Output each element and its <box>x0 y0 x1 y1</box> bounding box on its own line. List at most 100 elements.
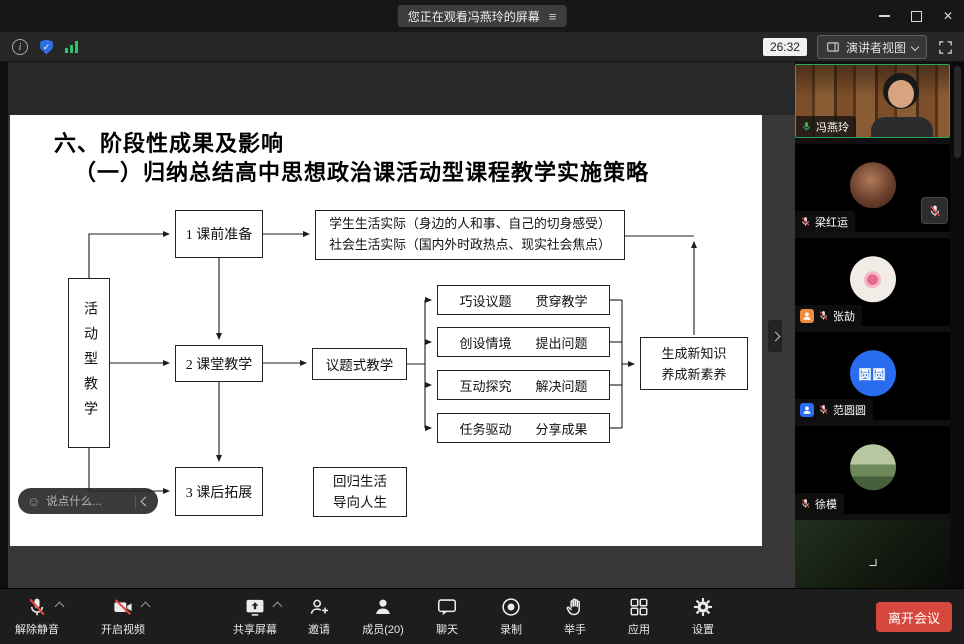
view-mode-button[interactable]: 演讲者视图 <box>816 35 927 59</box>
chat-bar-divider <box>135 494 136 508</box>
camera-off-icon <box>114 599 132 616</box>
participant-name: 徐模 <box>815 498 837 511</box>
slide-title-line1: 六、阶段性成果及影响 <box>54 131 285 156</box>
watching-banner-text: 您正在观看冯燕玲的屏幕 <box>407 9 540 24</box>
fullscreen-button[interactable] <box>937 39 954 56</box>
member-badge-icon <box>800 308 814 323</box>
scrollbar-thumb[interactable] <box>954 66 961 158</box>
participant-tile-2[interactable]: 梁红运 <box>795 144 950 232</box>
mic-muted-icon <box>801 499 810 508</box>
participant-name: 冯燕玲 <box>816 121 849 134</box>
flow-box-activity-teaching: 活动型教学 <box>68 278 110 448</box>
mic-muted-icon <box>819 405 828 414</box>
meeting-info-icon[interactable]: i <box>12 39 28 55</box>
members-button[interactable]: 成员(20) <box>360 596 406 637</box>
participant-name-badge: 张劼 <box>795 305 862 326</box>
result-line2: 养成新素养 <box>661 366 727 382</box>
flow-box-step1: 1 课前准备 <box>175 210 263 258</box>
view-mode-label: 演讲者视图 <box>845 40 906 55</box>
participant-tile-5[interactable]: 徐模 <box>795 426 950 514</box>
minimize-icon <box>878 15 890 17</box>
slide-title: 六、阶段性成果及影响 （一）归纳总结高中思想政治课活动型课程教学实施策略 <box>54 129 649 187</box>
shared-screen-letterbox <box>8 62 795 115</box>
life-reality-line1: 学生生活实际（身边的人和事、自己的切身感受） <box>329 217 611 231</box>
sidebar-scrollbar[interactable] <box>950 62 964 588</box>
member-badge-icon <box>800 402 814 417</box>
record-label: 录制 <box>500 624 522 636</box>
more-participants-chevron[interactable] <box>869 559 876 567</box>
watching-banner: 您正在观看冯燕玲的屏幕 ≡ <box>397 5 567 27</box>
minimize-button[interactable] <box>868 0 900 32</box>
close-button[interactable]: ✕ <box>942 9 954 23</box>
settings-button[interactable]: 设置 <box>680 596 726 637</box>
flow-box-return-to-life: 回归生活 导向人生 <box>313 467 407 517</box>
apps-button[interactable]: 应用 <box>616 596 662 637</box>
strategy-3-left: 互动探究 <box>459 378 512 394</box>
sidebar-collapse-handle[interactable] <box>768 320 782 352</box>
chat-bar-collapse-icon[interactable] <box>140 496 151 506</box>
strategy-3-right: 解决问题 <box>535 378 588 394</box>
strategy-2-right: 提出问题 <box>535 335 588 351</box>
chat-label: 聊天 <box>436 624 458 636</box>
maximize-button[interactable] <box>900 0 932 32</box>
apps-grid-icon <box>630 598 648 616</box>
main-area: 六、阶段性成果及影响 （一）归纳总结高中思想政治课活动型课程教学实施策略 <box>0 62 964 588</box>
participant-tile-3[interactable]: 张劼 <box>795 238 950 326</box>
raise-hand-button[interactable]: 举手 <box>552 596 598 637</box>
strategy-1-left: 巧设议题 <box>459 293 512 309</box>
avatar <box>849 162 896 209</box>
unmute-button[interactable]: 解除静音 <box>14 596 65 637</box>
invite-button[interactable]: 邀请 <box>296 596 342 637</box>
titlebar: 您正在观看冯燕玲的屏幕 ≡ ✕ <box>0 0 964 32</box>
strategy-2-left: 创设情境 <box>459 335 512 351</box>
invite-label: 邀请 <box>308 624 330 636</box>
share-options-chevron[interactable] <box>272 601 283 612</box>
tile-mic-button[interactable] <box>921 197 948 224</box>
gear-icon <box>693 597 713 617</box>
strategy-4-left: 任务驱动 <box>459 421 512 437</box>
leave-meeting-button[interactable]: 离开会议 <box>876 602 952 632</box>
flow-box-strategy-1: 巧设议题 贯穿教学 <box>437 285 610 315</box>
chat-icon <box>437 599 457 616</box>
flow-box-result: 生成新知识 养成新素养 <box>640 337 748 390</box>
participant-name-badge: 徐模 <box>795 493 844 514</box>
unmute-label: 解除静音 <box>15 624 59 636</box>
quick-chat-bar[interactable]: ☺ 说点什么... <box>18 488 158 514</box>
mic-on-icon <box>803 122 810 131</box>
participant-name-badge: 梁红运 <box>795 211 855 232</box>
members-label: 成员(20) <box>362 624 404 636</box>
infobar-left: i ✓ <box>12 32 78 62</box>
audio-options-chevron[interactable] <box>54 601 65 612</box>
avatar <box>849 444 896 491</box>
flow-box-strategy-4: 任务驱动 分享成果 <box>437 413 610 443</box>
flow-box-step2: 2 课堂教学 <box>175 345 263 382</box>
start-video-button[interactable]: 开启视频 <box>100 596 151 637</box>
network-signal-icon[interactable] <box>65 41 78 53</box>
meeting-infobar: i ✓ 26:32 演讲者视图 <box>0 32 964 62</box>
share-screen-icon <box>246 599 264 616</box>
participant-tile-6[interactable] <box>795 520 950 588</box>
participant-name: 张劼 <box>833 310 855 323</box>
emoji-icon[interactable]: ☺ <box>27 493 41 509</box>
infobar-right: 26:32 演讲者视图 <box>762 32 954 62</box>
chat-button[interactable]: 聊天 <box>424 596 470 637</box>
members-icon <box>376 599 390 614</box>
participant-tile-1[interactable]: 冯燕玲 <box>795 64 950 138</box>
security-shield-icon[interactable]: ✓ <box>40 39 53 55</box>
result-line1: 生成新知识 <box>661 345 727 361</box>
participant-tile-4[interactable]: 圆圆 范圆圆 <box>795 332 950 420</box>
record-button[interactable]: 录制 <box>488 596 534 637</box>
mic-muted-icon <box>819 311 828 320</box>
slide-title-line2: （一）归纳总结高中思想政治课活动型课程教学实施策略 <box>74 160 650 185</box>
chat-input[interactable]: 说点什么... <box>46 496 102 508</box>
video-options-chevron[interactable] <box>140 601 151 612</box>
chevron-down-icon <box>910 42 920 52</box>
mic-muted-icon <box>801 217 810 226</box>
share-screen-button[interactable]: 共享屏幕 <box>232 596 283 637</box>
banner-menu-icon[interactable]: ≡ <box>548 8 557 24</box>
participants-sidebar: 冯燕玲 梁红运 张劼 <box>795 62 964 588</box>
participant-name-badge: 范圆圆 <box>795 399 873 420</box>
flow-box-strategy-3: 互动探究 解决问题 <box>437 370 610 400</box>
mic-muted-icon <box>929 204 940 216</box>
